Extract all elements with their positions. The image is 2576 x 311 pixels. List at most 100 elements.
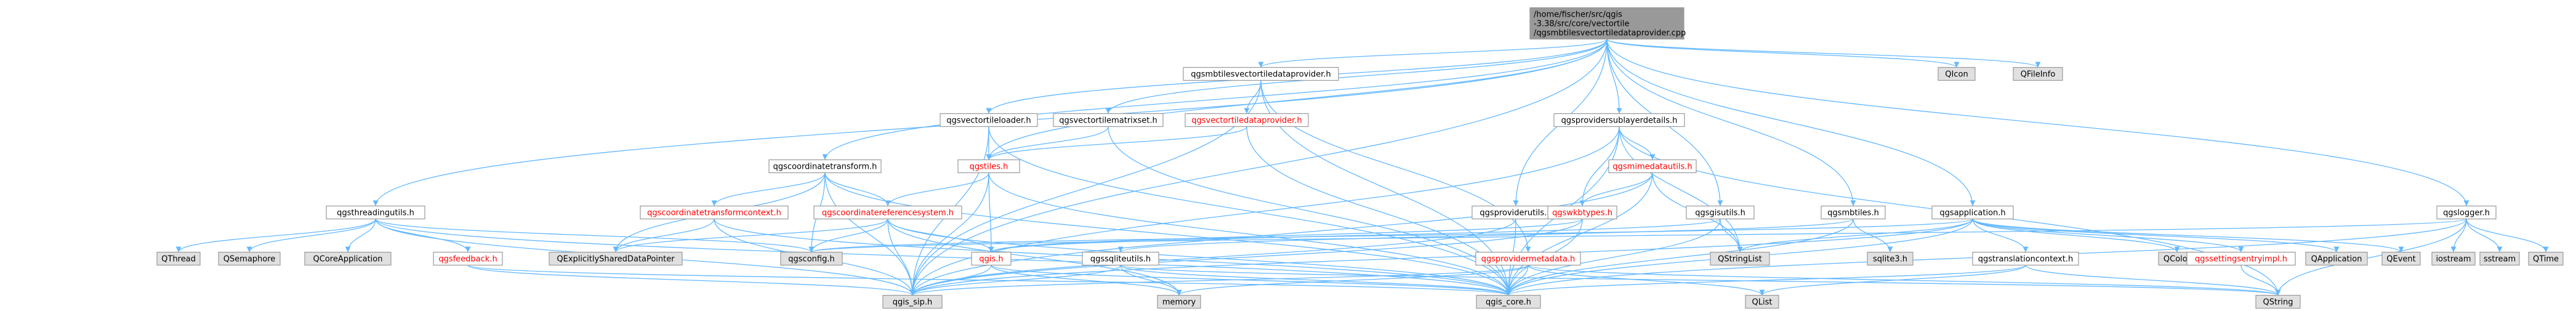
node-feedback[interactable]: qgsfeedback.h xyxy=(433,251,503,266)
node-qtime[interactable]: QTime xyxy=(2528,251,2564,266)
edge-ctcontext-to-qexplicit xyxy=(613,219,715,252)
node-qstringlist[interactable]: QStringList xyxy=(1710,251,1770,266)
node-translation[interactable]: qgstranslationcontext.h xyxy=(1972,251,2079,266)
node-box xyxy=(1157,294,1201,309)
node-qsemaphore[interactable]: QSemaphore xyxy=(218,251,281,266)
node-label: qgslogger.h xyxy=(2443,209,2490,218)
node-qfileinfo[interactable]: QFileInfo xyxy=(2013,67,2063,81)
node-label: /qgsmbtilesvectortiledataprovider.cpp xyxy=(1534,29,1686,38)
node-mbtilesprov[interactable]: qgsmbtilesvectortiledataprovider.h xyxy=(1183,67,1339,81)
edge-provmeta-to-qlist xyxy=(1527,265,1765,296)
node-box xyxy=(1867,251,1914,266)
node-box xyxy=(882,294,943,309)
edge-threading-to-qsemaphore xyxy=(246,219,376,252)
node-qgis[interactable]: qgis.h xyxy=(971,251,1012,266)
node-sstream[interactable]: sstream xyxy=(2479,251,2520,266)
node-label: qgsmbtilesvectortiledataprovider.h xyxy=(1191,70,1330,79)
node-qicon[interactable]: QIcon xyxy=(1938,67,1976,81)
node-label: qgsmimedatautils.h xyxy=(1612,163,1692,172)
node-label: qgsconfig.h xyxy=(788,255,834,264)
edge-threading-to-qthread xyxy=(175,219,376,252)
node-label: memory xyxy=(1162,298,1196,307)
node-crs[interactable]: qgscoordinatereferencesystem.h xyxy=(813,205,962,220)
node-label: qgis_core.h xyxy=(1486,298,1531,307)
node-giscore[interactable]: qgis_core.h xyxy=(1476,294,1541,309)
node-logger[interactable]: qgslogger.h xyxy=(2436,205,2497,220)
node-qapplication[interactable]: QApplication xyxy=(2305,251,2368,266)
node-settingsentry[interactable]: qgssettingsentryimpl.h xyxy=(2186,251,2296,266)
node-label: QEvent xyxy=(2386,255,2415,264)
node-provutils[interactable]: qgsproviderutils.h xyxy=(1471,205,1560,220)
edge-application-to-translation xyxy=(1972,219,2029,252)
edge-crs-to-qexplicit xyxy=(613,219,888,252)
node-qcoreapp[interactable]: QCoreApplication xyxy=(304,251,392,266)
edge-sqliteutils-to-giscore xyxy=(1120,264,1511,296)
node-label: QCoreApplication xyxy=(313,255,383,264)
node-provmeta[interactable]: qgsprovidermetadata.h xyxy=(1475,251,1581,266)
node-box xyxy=(304,251,392,266)
edge-tileloader-to-giscore xyxy=(988,126,1511,296)
nodes-layer: /home/fischer/src/qgis-3.38/src/core/vec… xyxy=(156,7,2564,309)
node-box xyxy=(971,251,1012,266)
edge-crs-to-gissip xyxy=(887,219,916,296)
node-qexplicit[interactable]: QExplicitlySharedDataPointer xyxy=(549,251,683,266)
node-root[interactable]: /home/fischer/src/qgis-3.38/src/core/vec… xyxy=(1529,7,1686,40)
edge-application-to-settingsentry xyxy=(1972,219,2244,252)
node-box xyxy=(2013,67,2063,81)
node-sqliteutils[interactable]: qgssqliteutils.h xyxy=(1082,251,1159,266)
node-mbtiles[interactable]: qgsmbtiles.h xyxy=(1821,205,1886,220)
edge-root-to-logger xyxy=(1606,39,2469,206)
node-box xyxy=(2255,294,2301,309)
node-label: qgsprovidersublayerdetails.h xyxy=(1561,116,1678,126)
node-box xyxy=(549,251,683,266)
edge-translation-to-qlist xyxy=(1759,264,2026,296)
node-box xyxy=(1547,205,1617,220)
edge-mbtiles-to-giscore xyxy=(1505,219,1854,296)
node-mimedata[interactable]: qgsmimedatautils.h xyxy=(1608,159,1697,174)
node-label: qgscoordinatetransformcontext.h xyxy=(647,209,781,218)
edge-coordxform-to-crs xyxy=(824,172,891,206)
node-iostream[interactable]: iostream xyxy=(2431,251,2476,266)
node-qstring[interactable]: QString xyxy=(2255,294,2301,309)
edge-root-to-tiles xyxy=(986,39,1608,160)
node-sqlite3[interactable]: sqlite3.h xyxy=(1867,251,1914,266)
node-config[interactable]: qgsconfig.h xyxy=(780,251,843,266)
node-label: qgsapplication.h xyxy=(1939,209,2005,218)
node-label: QStringList xyxy=(1718,255,1762,264)
edge-application-to-qapplication xyxy=(1972,218,2340,253)
edge-logger-to-qstring xyxy=(2275,219,2467,296)
node-qlist[interactable]: QList xyxy=(1745,294,1779,309)
node-qthread[interactable]: QThread xyxy=(156,251,201,266)
node-label: qgsvectortilematrixset.h xyxy=(1059,116,1157,126)
node-label: iostream xyxy=(2436,255,2471,264)
node-coordxform[interactable]: qgscoordinatetransform.h xyxy=(768,159,882,174)
node-label: -3.38/src/core/vectortile xyxy=(1534,20,1629,29)
edge-sqliteutils-to-gissip xyxy=(909,265,1121,296)
node-gisutils[interactable]: qgsgisutils.h xyxy=(1686,205,1755,220)
node-wkbtypes[interactable]: qgswkbtypes.h xyxy=(1547,205,1617,220)
node-sublayer[interactable]: qgsprovidersublayerdetails.h xyxy=(1553,113,1685,127)
node-box xyxy=(813,205,962,220)
node-gissip[interactable]: qgis_sip.h xyxy=(882,294,943,309)
node-application[interactable]: qgsapplication.h xyxy=(1931,205,2014,220)
node-label: qgsfeedback.h xyxy=(438,255,497,264)
node-tiles[interactable]: qgstiles.h xyxy=(957,159,1020,174)
node-tileloader[interactable]: qgsvectortileloader.h xyxy=(940,113,1038,127)
node-box xyxy=(1710,251,1770,266)
node-ctcontext[interactable]: qgscoordinatetransformcontext.h xyxy=(640,205,789,220)
node-memory[interactable]: memory xyxy=(1157,294,1201,309)
edge-coordxform-to-giscore xyxy=(824,172,1511,296)
edge-sublayer-to-gissip xyxy=(909,126,1620,296)
edge-crs-to-giscore xyxy=(887,219,1511,296)
node-vtdataprov[interactable]: qgsvectortiledataprovider.h xyxy=(1185,113,1309,127)
node-box xyxy=(2305,251,2368,266)
node-qevent[interactable]: QEvent xyxy=(2381,251,2421,266)
node-label: qgswkbtypes.h xyxy=(1552,209,1612,218)
node-matrixset[interactable]: qgsvectortilematrixset.h xyxy=(1053,113,1164,127)
node-label: sstream xyxy=(2484,255,2516,264)
node-label: QFileInfo xyxy=(2021,70,2056,79)
node-qcolor[interactable]: QColor xyxy=(2158,251,2196,266)
node-box xyxy=(1821,205,1886,220)
node-box xyxy=(957,159,1020,174)
node-threading[interactable]: qgsthreadingutils.h xyxy=(326,205,425,220)
